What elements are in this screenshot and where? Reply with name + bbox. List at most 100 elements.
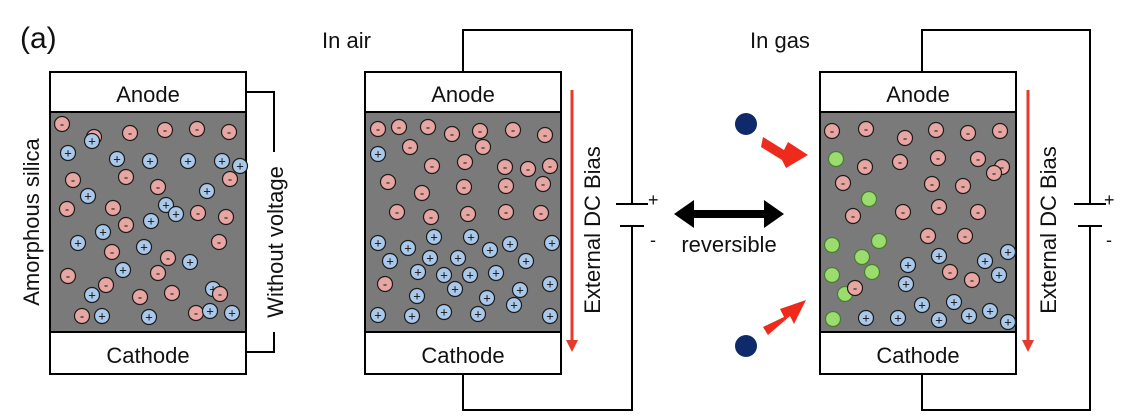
svg-text:-: - bbox=[408, 140, 412, 155]
cell-without-voltage: Anode Cathode Amorphous silica Without v… bbox=[19, 71, 288, 375]
svg-text:-: - bbox=[966, 126, 970, 141]
anode-label: Anode bbox=[116, 82, 180, 107]
svg-text:+: + bbox=[186, 255, 194, 270]
positive-ion: + bbox=[462, 228, 480, 246]
negative-ion: - bbox=[896, 129, 914, 147]
svg-text:-: - bbox=[543, 128, 547, 143]
positive-ion: + bbox=[945, 293, 963, 311]
negative-ion: - bbox=[379, 173, 397, 191]
negative-ion: - bbox=[149, 178, 167, 196]
gas-particle bbox=[824, 310, 842, 328]
gas-particle bbox=[860, 190, 878, 208]
positive-ion: + bbox=[469, 305, 487, 323]
svg-text:+: + bbox=[894, 311, 902, 326]
svg-text:-: - bbox=[851, 209, 855, 224]
svg-text:-: - bbox=[948, 265, 952, 280]
svg-text:+: + bbox=[414, 265, 422, 280]
svg-text:+: + bbox=[146, 154, 154, 169]
svg-text:-: - bbox=[65, 202, 69, 217]
svg-text:+: + bbox=[430, 230, 438, 245]
svg-text:+: + bbox=[935, 313, 943, 328]
svg-text:-: - bbox=[124, 170, 128, 185]
positive-ion: + bbox=[449, 249, 467, 267]
svg-text:-: - bbox=[218, 287, 222, 302]
svg-text:+: + bbox=[209, 282, 217, 297]
positive-ion: + bbox=[59, 144, 77, 162]
ion-group-right: ---------------------+++++--+-++++++++ bbox=[823, 120, 1017, 331]
gas-particle bbox=[853, 248, 871, 266]
svg-text:-: - bbox=[128, 126, 132, 141]
negative-ion: - bbox=[532, 204, 550, 222]
svg-text:+: + bbox=[935, 249, 943, 264]
negative-ion: - bbox=[927, 121, 945, 139]
negative-ion: - bbox=[97, 276, 115, 294]
svg-text:+: + bbox=[74, 236, 82, 251]
battery-plus-sign: + bbox=[648, 190, 659, 210]
positive-ion: + bbox=[541, 275, 559, 293]
positive-ion: + bbox=[408, 287, 426, 305]
negative-ion: - bbox=[103, 243, 121, 261]
svg-text:-: - bbox=[481, 140, 485, 155]
svg-text:-: - bbox=[138, 290, 142, 305]
negative-ion: - bbox=[422, 208, 440, 226]
svg-text:+: + bbox=[88, 288, 96, 303]
gas-molecule-top bbox=[735, 113, 757, 135]
svg-text:+: + bbox=[986, 304, 994, 319]
negative-ion: - bbox=[459, 205, 477, 223]
negative-ion: - bbox=[856, 158, 874, 176]
negative-ion: - bbox=[156, 121, 174, 139]
amorphous-silica-label: Amorphous silica bbox=[19, 137, 44, 305]
external-dc-bias-label: External DC Bias bbox=[580, 146, 605, 314]
negative-ion: - bbox=[496, 158, 514, 176]
silica-oxide-layer bbox=[364, 111, 562, 333]
cathode-electrode bbox=[819, 331, 1017, 375]
svg-text:+: + bbox=[467, 230, 475, 245]
cathode-electrode bbox=[364, 331, 562, 375]
svg-text:+: + bbox=[145, 310, 153, 325]
svg-text:-: - bbox=[864, 122, 868, 137]
positive-ion: + bbox=[478, 289, 496, 307]
external-dc-bias-label: External DC Bias bbox=[1036, 146, 1061, 314]
negative-ion: - bbox=[59, 267, 77, 285]
svg-text:+: + bbox=[1004, 245, 1012, 260]
svg-text:+: + bbox=[474, 307, 482, 322]
svg-text:+: + bbox=[172, 207, 180, 222]
svg-text:-: - bbox=[841, 176, 845, 191]
positive-ion: + bbox=[213, 152, 231, 170]
incoming-gas-arrow-bottom bbox=[763, 300, 806, 335]
positive-ion: + bbox=[930, 247, 948, 265]
positive-ion: + bbox=[960, 307, 978, 325]
svg-text:+: + bbox=[386, 254, 394, 269]
without-voltage-label: Without voltage bbox=[263, 166, 288, 318]
gas-particle bbox=[823, 266, 841, 284]
reversible-arrow-right-head bbox=[764, 200, 784, 228]
positive-ion: + bbox=[541, 307, 559, 325]
negative-ion: - bbox=[929, 149, 947, 167]
svg-text:+: + bbox=[492, 266, 500, 281]
positive-ion: + bbox=[889, 309, 907, 327]
cell-in-air: In air Anode Cathode + - External DC Bia… bbox=[322, 28, 659, 411]
svg-text:-: - bbox=[80, 309, 84, 324]
svg-text:-: - bbox=[504, 205, 508, 220]
positive-ion: + bbox=[461, 266, 479, 284]
svg-text:-: - bbox=[383, 277, 387, 292]
svg-text:-: - bbox=[195, 122, 199, 137]
positive-ion: + bbox=[198, 182, 216, 200]
positive-ion: + bbox=[94, 223, 112, 241]
circuit-wire-top bbox=[921, 29, 1091, 204]
svg-text:-: - bbox=[104, 278, 108, 293]
svg-text:+: + bbox=[413, 289, 421, 304]
svg-text:-: - bbox=[936, 151, 940, 166]
svg-text:-: - bbox=[463, 155, 467, 170]
svg-text:+: + bbox=[147, 214, 155, 229]
in-gas-heading: In gas bbox=[750, 28, 810, 53]
negative-ion: - bbox=[117, 216, 135, 234]
svg-text:+: + bbox=[950, 295, 958, 310]
negative-ion: - bbox=[104, 199, 122, 217]
negative-ion: - bbox=[930, 198, 948, 216]
svg-text:+: + bbox=[440, 305, 448, 320]
svg-text:+: + bbox=[904, 258, 912, 273]
svg-text:-: - bbox=[526, 162, 530, 177]
positive-ion: + bbox=[157, 196, 175, 214]
svg-text:-: - bbox=[196, 206, 200, 221]
